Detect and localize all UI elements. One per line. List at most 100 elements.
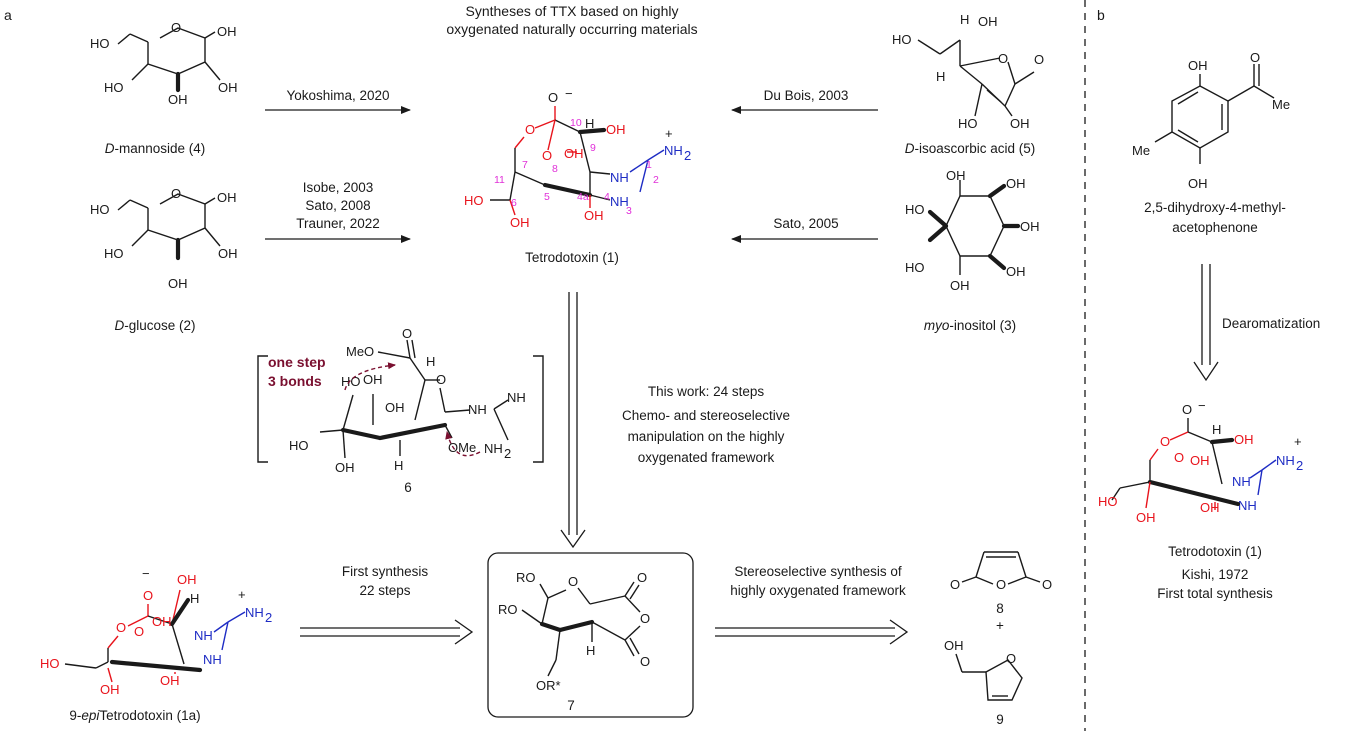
svg-text:6: 6 (511, 197, 517, 209)
svg-text:+: + (1294, 434, 1302, 449)
inositol-structure: OH OH OH OH OH HO HO (905, 168, 1040, 293)
label-this-work: This work: 24 steps (648, 384, 765, 399)
acetophenone-structure: OH O Me Me OH (1132, 50, 1290, 191)
svg-text:OH: OH (152, 614, 172, 629)
svg-text:O: O (1006, 651, 1016, 666)
svg-text:4: 4 (604, 191, 610, 203)
ttx-structure-b: O − H OH O O OH NH NH 2 + NH HO OH OH (1098, 398, 1303, 525)
header-line-1: Syntheses of TTX based on highly (466, 3, 679, 19)
svg-text:NH: NH (203, 652, 222, 667)
svg-text:HO: HO (104, 80, 124, 95)
svg-text:NH: NH (245, 605, 264, 620)
svg-text:H: H (190, 591, 199, 606)
svg-text:HO: HO (341, 374, 361, 389)
panel-label-b: b (1097, 7, 1105, 23)
epi-ttx-label: 9-epiTetrodotoxin (1a) (69, 708, 200, 723)
svg-text:NH: NH (1232, 474, 1251, 489)
label-chemo-1: Chemo- and stereoselective (622, 408, 790, 423)
svg-text:O: O (542, 148, 552, 163)
svg-text:O: O (171, 20, 181, 35)
svg-text:11: 11 (494, 174, 505, 186)
svg-text:MeO: MeO (346, 344, 374, 359)
label-chemo-2: manipulation on the highly (628, 429, 785, 444)
compound-7-label: 7 (567, 698, 575, 713)
svg-text:Me: Me (1132, 143, 1150, 158)
label-trauner: Trauner, 2022 (296, 216, 380, 231)
retro-arrow-vertical (560, 292, 586, 549)
svg-text:O: O (143, 588, 153, 603)
svg-text:OH: OH (564, 146, 584, 161)
svg-text:O: O (134, 624, 144, 639)
svg-text:1: 1 (646, 159, 652, 171)
svg-text:OH: OH (217, 190, 237, 205)
header-line-2: oxygenated naturally occurring materials (446, 21, 697, 37)
mannoside-label: D-mannoside (4) (105, 141, 206, 156)
maleic-anhydride-structure: O O O (950, 551, 1052, 592)
kishi-line-1: Kishi, 1972 (1182, 567, 1249, 582)
svg-text:OH: OH (584, 208, 604, 223)
label-isobe: Isobe, 2003 (303, 180, 374, 195)
svg-text:OMe: OMe (448, 440, 476, 455)
ttx-b-label: Tetrodotoxin (1) (1168, 544, 1262, 559)
svg-text:OH: OH (950, 278, 970, 293)
svg-text:2: 2 (653, 174, 659, 186)
glucose-label: D-glucose (2) (114, 318, 195, 333)
acetophenone-label-2: acetophenone (1172, 220, 1258, 235)
furfuryl-alcohol-structure: OH O (944, 638, 1023, 701)
kishi-line-2: First total synthesis (1157, 586, 1273, 601)
label-sato-2008: Sato, 2008 (305, 198, 370, 213)
svg-text:OH: OH (978, 14, 998, 29)
svg-text:NH: NH (484, 441, 503, 456)
svg-text:OH: OH (1136, 510, 1156, 525)
svg-text:NH: NH (1238, 498, 1257, 513)
svg-text:O: O (1160, 434, 1170, 449)
svg-text:5: 5 (544, 191, 550, 203)
svg-text:HO: HO (40, 656, 60, 671)
svg-text:OH: OH (363, 372, 383, 387)
svg-text:NH: NH (610, 194, 629, 209)
svg-text:OH: OH (1006, 176, 1026, 191)
svg-text:OH: OH (177, 572, 197, 587)
svg-text:O: O (1182, 402, 1192, 417)
svg-text:O: O (548, 90, 558, 105)
compound-6-label: 6 (404, 480, 412, 495)
svg-text:10: 10 (570, 117, 582, 129)
inositol-label: myo-inositol (3) (924, 318, 1016, 333)
intermediate-6-structure: O MeO H O HO OH OH OMe NH NH NH 2 HO OH … (257, 326, 544, 475)
label-dearomatization: Dearomatization (1222, 316, 1320, 331)
svg-text:O: O (525, 122, 535, 137)
svg-text:H: H (586, 643, 595, 658)
svg-text:2: 2 (684, 148, 691, 163)
svg-text:−: − (1198, 398, 1206, 413)
svg-text:NH: NH (664, 143, 683, 158)
svg-text:NH: NH (468, 402, 487, 417)
svg-text:HO: HO (905, 202, 925, 217)
svg-text:OH: OH (1190, 453, 1210, 468)
svg-text:OH: OH (1200, 500, 1220, 515)
svg-text:3: 3 (626, 205, 632, 217)
svg-text:NH: NH (507, 390, 526, 405)
svg-text:O: O (116, 620, 126, 635)
svg-text:OH: OH (335, 460, 355, 475)
svg-text:H: H (960, 12, 969, 27)
onestep-line-2: 3 bonds (268, 373, 322, 389)
label-sato-2005: Sato, 2005 (773, 216, 838, 231)
svg-text:8: 8 (552, 163, 558, 175)
svg-text:4a: 4a (577, 191, 589, 203)
label-22-steps: 22 steps (359, 583, 410, 598)
svg-text:OH: OH (100, 682, 120, 697)
glucose-structure: HO O OH OH HO OH (90, 186, 238, 291)
svg-text:−: − (142, 566, 150, 581)
svg-text:HO: HO (90, 36, 110, 51)
svg-text:NH: NH (1276, 453, 1295, 468)
svg-text:OH: OH (1020, 219, 1040, 234)
svg-text:O: O (402, 326, 412, 341)
svg-text:2: 2 (265, 610, 272, 625)
svg-text:HO: HO (892, 32, 912, 47)
svg-text:2: 2 (504, 446, 511, 461)
svg-text:OH: OH (385, 400, 405, 415)
svg-text:+: + (238, 587, 246, 602)
svg-text:O: O (950, 577, 960, 592)
svg-text:H: H (1212, 422, 1221, 437)
epi-ttx-structure: − O OH H O O OH NH NH 2 + NH HO OH OH (40, 566, 272, 697)
